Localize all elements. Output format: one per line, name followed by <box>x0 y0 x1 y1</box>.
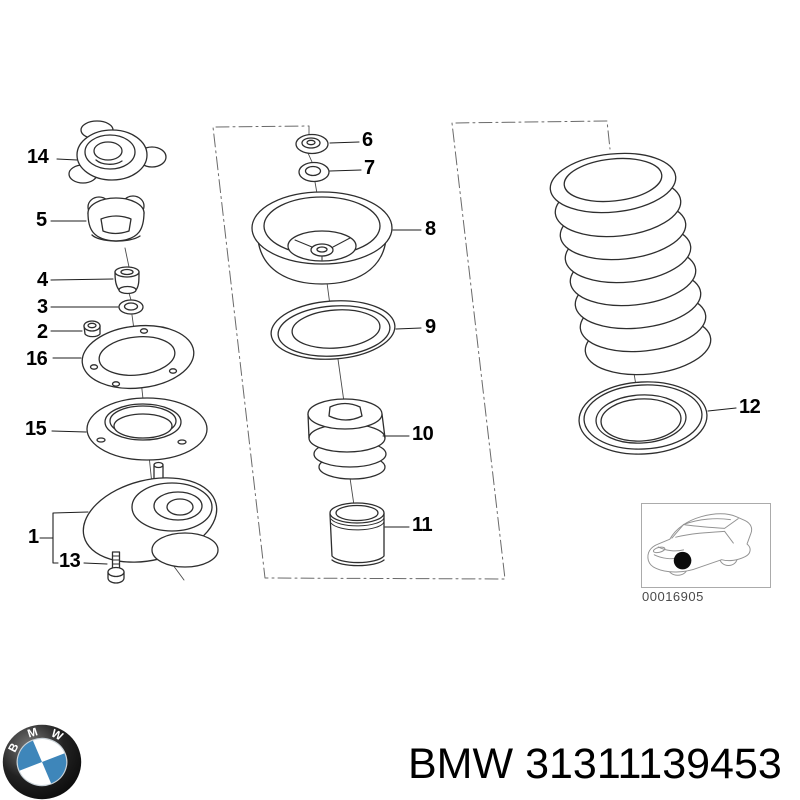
callout-label-16: 16 <box>26 348 48 370</box>
callout-label-11: 11 <box>412 514 433 536</box>
callout-label-4: 4 <box>37 269 48 291</box>
callout-label-12: 12 <box>739 396 761 418</box>
bmw-roundel-logo: B M W <box>2 724 82 800</box>
callout-label-10: 10 <box>412 423 434 445</box>
part-2-drawing <box>83 320 101 338</box>
part-1-drawing <box>82 461 219 568</box>
callout-label-13: 13 <box>59 550 81 572</box>
part-14-drawing <box>68 120 167 184</box>
part-9-drawing <box>270 300 396 360</box>
car-outline-icon <box>647 513 753 576</box>
part-7-drawing <box>298 161 330 183</box>
callout-label-1: 1 <box>28 526 39 548</box>
part-16-drawing <box>81 324 195 390</box>
part-6-drawing <box>295 133 329 155</box>
axis-boundary-line <box>212 120 611 580</box>
part-8-drawing <box>251 191 393 285</box>
callout-label-2: 2 <box>37 321 48 343</box>
callout-label-9: 9 <box>425 316 436 338</box>
callout-label-14: 14 <box>27 146 49 168</box>
location-marker-dot <box>673 551 692 570</box>
part-12-drawing <box>578 381 708 455</box>
callout-label-6: 6 <box>362 129 373 151</box>
callout-label-8: 8 <box>425 218 436 240</box>
brand-text: BMW <box>408 740 514 788</box>
callout-label-15: 15 <box>25 418 47 440</box>
part-4-drawing <box>114 266 140 295</box>
callout-leader-lines <box>39 141 737 565</box>
coil-spring-drawing <box>549 152 712 376</box>
callout-label-3: 3 <box>37 296 48 318</box>
exploded-diagram <box>39 120 737 584</box>
logo-letter-m: M <box>26 726 39 741</box>
part-11-drawing <box>329 502 385 567</box>
callout-label-5: 5 <box>36 209 47 231</box>
part-10-drawing <box>307 398 387 480</box>
car-location-thumbnail <box>641 503 771 588</box>
diagram-code: 00016905 <box>642 589 704 604</box>
part-number-text: 31311139453 <box>525 740 782 788</box>
footer-part-number-line: BMW 31311139453 <box>408 740 782 789</box>
part-15-drawing <box>86 397 208 461</box>
part-13-drawing <box>107 551 125 584</box>
part-5-drawing <box>87 195 145 242</box>
callout-label-7: 7 <box>364 157 375 179</box>
part-3-drawing <box>118 299 144 315</box>
